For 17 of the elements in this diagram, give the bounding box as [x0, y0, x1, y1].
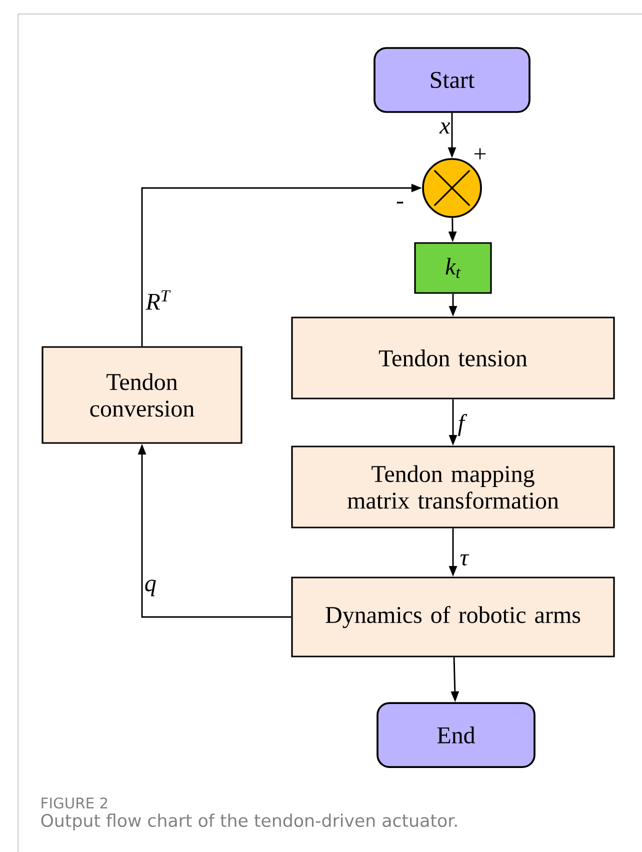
edge-label: x	[439, 122, 450, 134]
caption: Output flow chart of the tendon-driven actuator.	[41, 814, 457, 830]
gain-box: k$_{t}$	[414, 242, 492, 294]
edge-label: τ	[460, 554, 470, 566]
process-box: Tendon conversion	[42, 346, 242, 444]
edge-label: q	[145, 580, 156, 596]
summing-junction	[422, 158, 482, 218]
process-box: Dynamics of robotic arms	[291, 576, 615, 658]
figure-number: FIGURE 2	[42, 797, 108, 809]
edge-label: f	[458, 414, 468, 436]
sign-label: -	[396, 202, 404, 204]
terminal-box: End	[376, 702, 536, 768]
edge-label: R$^{T}$	[146, 290, 171, 310]
process-box: Tendon mapping matrix transformation	[291, 446, 615, 528]
sign-label: +	[474, 148, 486, 160]
process-box: Tendon tension	[291, 316, 615, 400]
terminal-box: Start	[374, 47, 530, 113]
